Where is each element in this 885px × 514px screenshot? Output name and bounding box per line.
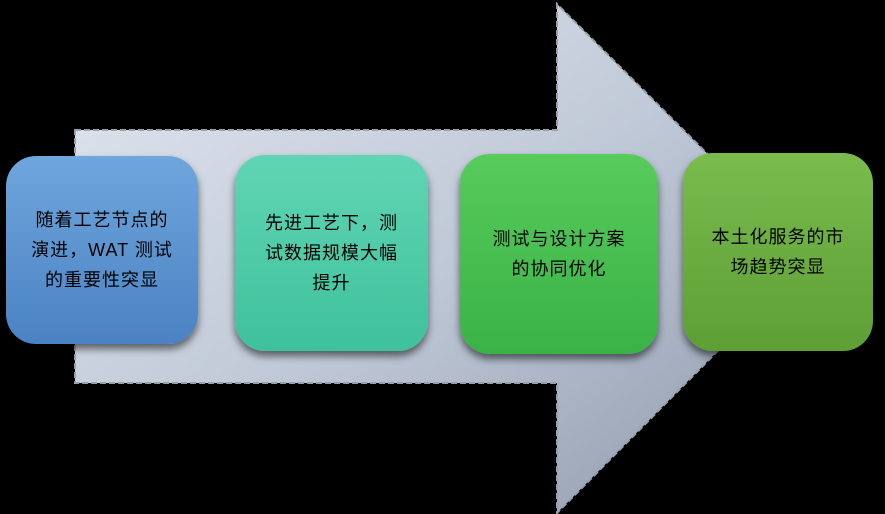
step-box-2: 先进工艺下，测 试数据规模大幅 提升 <box>235 155 428 351</box>
step-box-1: 随着工艺节点的 演进，WAT 测试 的重要性突显 <box>6 156 198 344</box>
step-2-text-line-3: 提升 <box>312 273 351 293</box>
step-2-text-line-1: 先进工艺下，测 <box>265 213 398 233</box>
step-box-4: 本土化服务的市 场趋势突显 <box>683 153 873 351</box>
step-1-text-line-1: 随着工艺节点的 <box>35 210 169 230</box>
step-4-text-line-2: 场趋势突显 <box>730 257 826 277</box>
step-1-text-line-2: 演进，WAT 测试 <box>31 240 173 260</box>
step-1-text-line-3: 的重要性突显 <box>45 270 159 290</box>
right-arrow-shape <box>74 1 813 514</box>
step-2-text-line-2: 试数据规模大幅 <box>265 243 398 263</box>
step-box-3: 测试与设计方案 的协同优化 <box>460 154 658 354</box>
step-3-text-line-2: 的协同优化 <box>511 259 607 279</box>
step-4-text-line-1: 本土化服务的市 <box>711 227 845 247</box>
step-3-text-line-1: 测试与设计方案 <box>492 229 626 249</box>
